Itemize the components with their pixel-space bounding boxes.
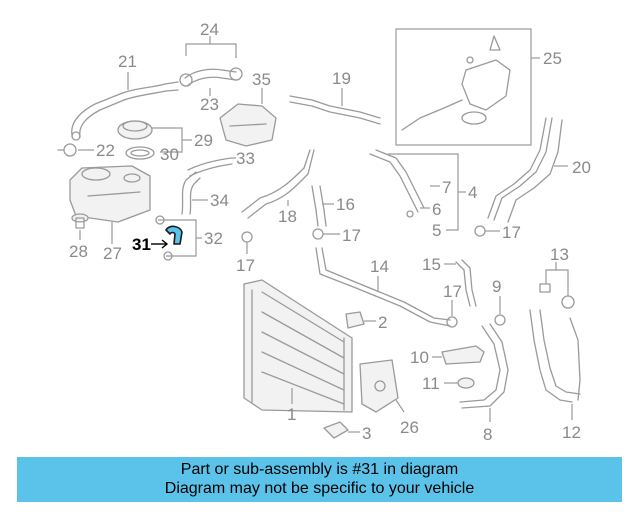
part-30-gasket: [125, 146, 155, 160]
callout-15: 15: [422, 255, 441, 274]
cooling-system-diagram: 24 23 21 22 29 30 35 33: [57, 20, 591, 444]
part-10-bracket: [432, 345, 485, 365]
callout-7: 7: [442, 178, 451, 197]
callout-18: 18: [278, 207, 297, 226]
part-14-pipe: [315, 247, 451, 327]
part-27-expansion-tank: [69, 165, 151, 244]
part-8-hose: [459, 323, 509, 422]
part-17-clamp-b: [312, 228, 340, 240]
part-31-hose-highlighted: [165, 225, 183, 245]
callout-17d: 17: [443, 282, 462, 301]
part-9-clamp: [494, 296, 506, 326]
callout-34: 34: [210, 191, 229, 210]
part-26-bracket: [359, 359, 405, 413]
part-3-mount: [323, 421, 360, 439]
part-17-clamp-a: [241, 231, 253, 254]
callout-9: 9: [492, 277, 501, 296]
callout-17c: 17: [502, 223, 521, 242]
part-2-mount: [345, 311, 376, 329]
part-21-hose: [71, 72, 179, 141]
part-15-hose: [444, 259, 477, 307]
callout-11: 11: [422, 374, 440, 393]
banner-line-2: Diagram may not be specific to your vehi…: [164, 480, 475, 497]
part-12-hose: [529, 309, 581, 420]
part-19-pipe: [289, 88, 381, 125]
part-17-clamp-d: [446, 300, 458, 328]
part-20-pipes: [487, 117, 568, 223]
callout-12: 12: [562, 423, 581, 442]
callout-17b: 17: [342, 226, 361, 245]
part-28-sensor: [71, 213, 89, 240]
callout-13: 13: [550, 245, 569, 264]
callout-14: 14: [370, 257, 389, 276]
callout-6: 6: [432, 200, 441, 219]
part-17-clamp-e: [406, 210, 414, 218]
callout-24: 24: [200, 20, 219, 39]
callout-17a: 17: [236, 256, 255, 275]
callout-27: 27: [103, 244, 122, 263]
part-24-hose: [179, 36, 243, 96]
part-11-sensor: [444, 377, 475, 389]
callout-33: 33: [236, 149, 255, 168]
callout-20: 20: [572, 158, 591, 177]
callout-19: 19: [332, 69, 351, 88]
callout-10: 10: [410, 348, 429, 367]
part-25-box: [395, 28, 540, 146]
part-17-clamp-c: [474, 225, 500, 237]
callout-35: 35: [252, 70, 271, 89]
banner-line-1: Part or sub-assembly is #31 in diagram: [180, 461, 459, 478]
callout-32: 32: [204, 229, 223, 248]
callout-26: 26: [400, 418, 419, 437]
callout-16: 16: [336, 195, 355, 214]
part-4-pipe: [369, 149, 466, 231]
part-13-group: [539, 262, 575, 309]
part-32-group: [155, 215, 202, 261]
callout-25: 25: [543, 49, 562, 68]
part-22-clamp: [57, 143, 94, 157]
callout-22: 22: [96, 141, 115, 160]
part-35-reservoir-top: [219, 88, 277, 147]
part-29-cap: [117, 120, 192, 153]
part-18-pipe: [241, 149, 315, 219]
callout-23: 23: [200, 95, 219, 114]
callout-4: 4: [468, 183, 477, 202]
callout-28: 28: [69, 242, 88, 261]
part-16-pipe: [311, 185, 334, 227]
callout-29: 29: [194, 131, 213, 150]
callout-1: 1: [287, 405, 296, 424]
part-34-hose: [181, 171, 208, 215]
callout-2: 2: [378, 313, 387, 332]
callout-30: 30: [160, 145, 179, 164]
callout-21: 21: [118, 52, 137, 71]
callout-3: 3: [362, 424, 371, 443]
callout-31: 31: [132, 235, 151, 254]
callout-8: 8: [483, 425, 492, 444]
info-banner: Part or sub-assembly is #31 in diagram D…: [17, 457, 622, 502]
part-1-radiator: [243, 279, 353, 413]
callout-5: 5: [432, 221, 441, 240]
